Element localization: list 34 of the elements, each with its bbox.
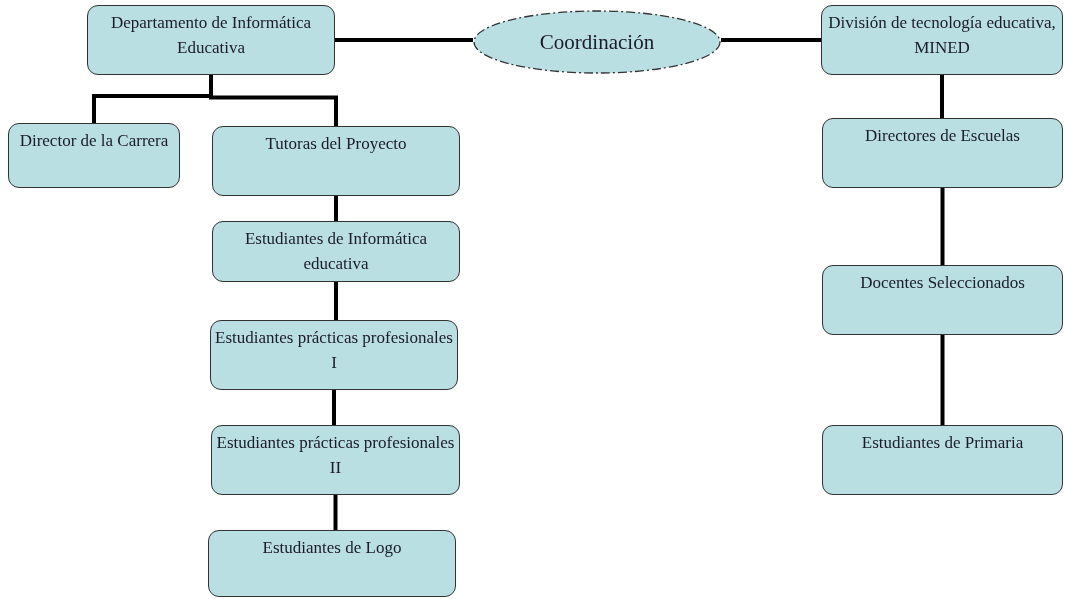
box-label: División de tecnología educativa, MINED (827, 12, 1057, 59)
org-chart-box (8, 123, 180, 188)
connector-line (721, 38, 821, 42)
connector-line (332, 390, 336, 425)
box-label: Estudiantes de Primaria (860, 432, 1025, 454)
box-label: Estudiantes de Logo (261, 537, 403, 559)
box-label: Coordinación (539, 29, 655, 55)
box-label: Tutoras del Proyecto (264, 133, 408, 155)
org-chart-box (822, 425, 1063, 495)
box-label: Directores de Escuelas (864, 125, 1021, 147)
box-label: Departamento de Informática Educativa (109, 12, 313, 59)
connector-line (334, 282, 338, 320)
box-label: Estudiantes prácticas profesionales I (215, 327, 453, 374)
connector-line (334, 196, 338, 221)
connector-line (333, 495, 338, 530)
org-chart-box (822, 265, 1063, 335)
org-chart-box (822, 118, 1063, 188)
org-chart-box (211, 425, 460, 495)
org-chart-box (208, 530, 456, 597)
connector-line (940, 335, 945, 425)
coordination-ellipse (473, 10, 721, 74)
box-label: Estudiantes prácticas profesionales II (216, 432, 455, 479)
org-chart-box (87, 5, 335, 75)
connector-line (940, 188, 945, 265)
org-chart-box (821, 5, 1063, 75)
connector-line (335, 38, 473, 42)
box-label: Estudiantes de Informática educativa (243, 228, 429, 275)
org-chart-box (212, 126, 460, 196)
org-chart-box (212, 221, 460, 282)
box-label: Docentes Seleccionados (859, 272, 1026, 294)
org-chart-box (210, 320, 458, 390)
connector-line (209, 75, 338, 126)
connector-line (940, 75, 944, 118)
box-label: Director de la Carrera (18, 130, 170, 152)
